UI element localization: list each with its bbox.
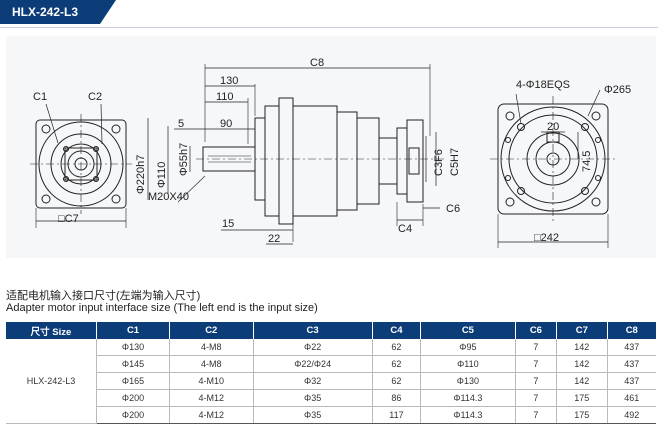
- table-cell: Φ200: [95, 389, 170, 407]
- label-c4: C4: [398, 223, 412, 235]
- label-5: 5: [178, 118, 184, 130]
- label-c6: C6: [446, 203, 460, 215]
- note-chinese: 适配电机输入接口尺寸(左端为输入尺寸): [6, 290, 201, 302]
- column-header: C6: [514, 322, 557, 339]
- table-cell: Φ145: [95, 355, 170, 373]
- table-cell: 175: [556, 406, 608, 424]
- label-c5: C5H7: [449, 148, 461, 176]
- header-rule: [0, 27, 658, 28]
- table-cell: Φ95: [420, 339, 516, 356]
- table-cell: 437: [606, 355, 656, 373]
- column-header: C5: [420, 322, 516, 339]
- table-cell: Φ114.3: [420, 406, 516, 424]
- table-cell: 7: [514, 406, 557, 424]
- table-cell: 142: [556, 372, 608, 390]
- table-cell: Φ22: [252, 339, 373, 356]
- label-15: 15: [222, 218, 234, 230]
- label-242: □242: [534, 232, 559, 244]
- table-cell: 4-M10: [169, 372, 253, 390]
- table-cell: Φ35: [252, 406, 373, 424]
- table-cell: 117: [371, 406, 421, 424]
- table-cell: Φ22/Φ24: [252, 355, 373, 373]
- label-220h7: Φ220h7: [135, 155, 147, 194]
- table-cell: Φ130: [420, 372, 516, 390]
- table-cell: 437: [606, 372, 656, 390]
- label-c7: □C7: [58, 213, 79, 225]
- table-cell: 4-M12: [169, 406, 253, 424]
- label-110b: Φ110: [156, 162, 168, 188]
- technical-drawing: C1 C2 □C7: [6, 36, 656, 258]
- label-c2: C2: [88, 91, 102, 103]
- model-tab: HLX-242-L3: [0, 0, 117, 24]
- table-cell: 62: [371, 355, 421, 373]
- table-cell: 437: [606, 339, 656, 356]
- label-c1: C1: [33, 91, 47, 103]
- table-cell: 4-M8: [169, 355, 253, 373]
- label-20: 20: [547, 121, 559, 133]
- table-cell: Φ130: [95, 339, 170, 356]
- label-22: 22: [268, 233, 280, 245]
- table-cell: Φ114.3: [420, 389, 516, 407]
- table-cell: 4-M8: [169, 339, 253, 356]
- table-cell: Φ200: [95, 406, 170, 424]
- column-header: C2: [169, 322, 253, 339]
- table-cell: 492: [606, 406, 656, 424]
- column-header: C4: [371, 322, 421, 339]
- column-header: C8: [606, 322, 656, 339]
- label-c8: C8: [310, 57, 324, 69]
- table-cell: Φ110: [420, 355, 516, 373]
- table-cell: 175: [556, 389, 608, 407]
- label-74-5: 74.5: [581, 151, 593, 172]
- column-header: C3: [252, 322, 373, 339]
- table-cell: 62: [371, 339, 421, 356]
- model-title: HLX-242-L3: [0, 0, 101, 24]
- column-header: C1: [95, 322, 170, 339]
- table-cell: 7: [514, 389, 557, 407]
- label-110: 110: [216, 91, 234, 103]
- table-cell: 142: [556, 355, 608, 373]
- label-holes: 4-Φ18EQS: [516, 79, 570, 91]
- label-55h7: Φ55h7: [178, 143, 190, 176]
- label-m20x40: M20X40: [148, 191, 189, 203]
- input-flange-view: [30, 103, 132, 228]
- model-cell: HLX-242-L3: [6, 339, 97, 424]
- table-cell: 86: [371, 389, 421, 407]
- table-cell: 62: [371, 372, 421, 390]
- table-cell: 461: [606, 389, 656, 407]
- label-265: Φ265: [604, 84, 631, 96]
- table-cell: 4-M12: [169, 389, 253, 407]
- table-cell: 142: [556, 339, 608, 356]
- label-c3: C3F6: [433, 149, 445, 176]
- table-cell: Φ32: [252, 372, 373, 390]
- side-view: [147, 64, 446, 245]
- table-cell: 7: [514, 372, 557, 390]
- table-cell: Φ35: [252, 389, 373, 407]
- table-cell: 7: [514, 339, 557, 356]
- output-flange-view: [490, 89, 616, 248]
- note-english: Adapter motor input interface size (The …: [6, 302, 318, 314]
- column-header: C7: [556, 322, 608, 339]
- column-header: 尺寸 Size: [6, 322, 97, 339]
- table-cell: 7: [514, 355, 557, 373]
- label-130: 130: [220, 75, 238, 87]
- table-cell: Φ165: [95, 372, 170, 390]
- label-90: 90: [220, 118, 232, 130]
- model-tab-tail: [100, 0, 117, 24]
